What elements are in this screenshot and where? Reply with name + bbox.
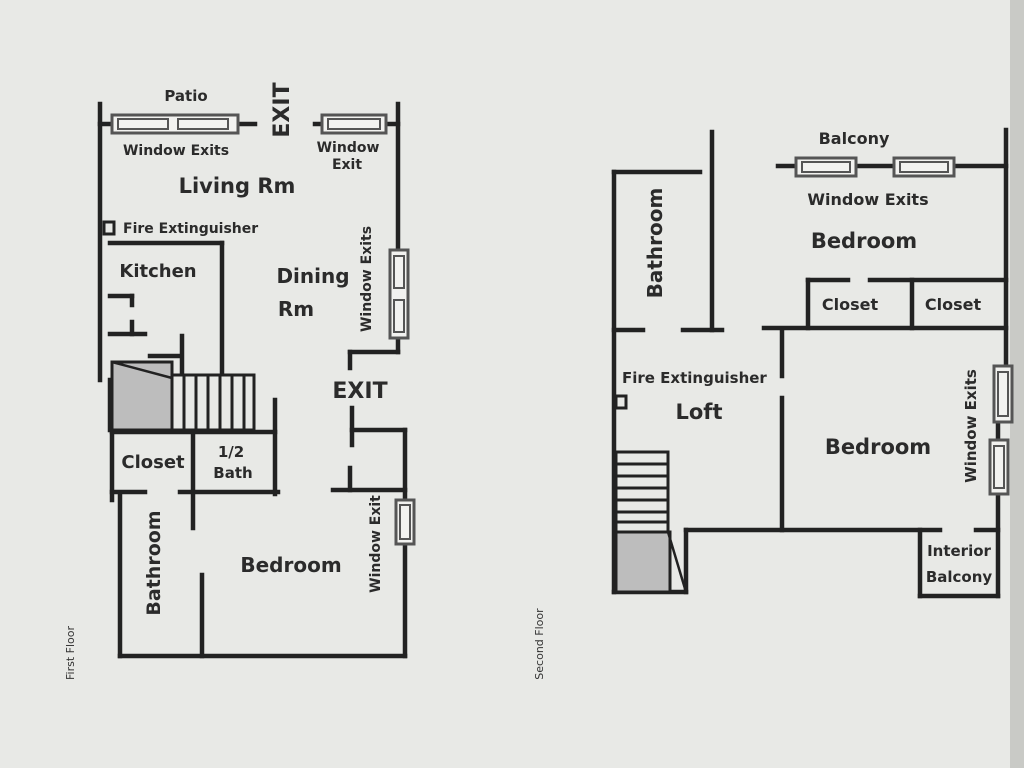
- label-closet: Closet: [121, 452, 185, 473]
- label-balcony: Balcony: [819, 129, 890, 148]
- first-floor-plan: Patio Window Exits EXIT Window Exit Livi…: [64, 82, 416, 680]
- label-bathroom: Bathroom: [643, 188, 667, 299]
- label-loft: Loft: [676, 400, 723, 424]
- window-pane: [801, 161, 851, 173]
- window-pane: [393, 299, 405, 333]
- window: [794, 156, 858, 178]
- stair-arrow: [111, 360, 173, 380]
- label-bedroom: Bedroom: [240, 553, 341, 577]
- stairs-landing: [614, 530, 672, 594]
- fire-extinguisher-icon: [102, 220, 116, 236]
- stairs-landing: [110, 360, 174, 432]
- window: [388, 248, 410, 340]
- label-living-rm: Living Rm: [179, 174, 296, 198]
- label-bathroom: Bathroom: [143, 510, 165, 615]
- second-floor-plan: Balcony Window Exits Bathroom Bedroom Cl…: [533, 127, 1014, 680]
- label-fire-extinguisher: Fire Extinguisher: [622, 369, 767, 387]
- label-bedroom-mid: Bedroom: [825, 435, 931, 459]
- label-window-exit: Window Exit: [368, 495, 384, 593]
- label-window-exits: Window Exits: [807, 190, 928, 209]
- label-bedroom-top: Bedroom: [811, 229, 917, 253]
- window-pane: [899, 161, 949, 173]
- label-window-exits-right: Window Exits: [359, 226, 375, 332]
- label-closet: Closet: [925, 295, 982, 314]
- window: [992, 364, 1014, 424]
- label-window: Window: [317, 140, 380, 156]
- label-half: 1/2: [218, 443, 244, 461]
- caption-second-floor: Second Floor: [533, 608, 546, 680]
- label-exit-mid: EXIT: [332, 379, 387, 404]
- window-pane: [399, 504, 411, 540]
- window: [892, 156, 956, 178]
- window-pane: [993, 445, 1005, 489]
- window-pane: [327, 118, 381, 130]
- paper-edge: [1010, 0, 1024, 768]
- label-closet: Closet: [822, 295, 879, 314]
- label-exit-small: Exit: [332, 157, 362, 173]
- window-pane: [393, 255, 405, 289]
- fire-extinguisher-icon: [614, 394, 628, 410]
- label-window-exits: Window Exits: [123, 143, 229, 159]
- label-balcony-interior: Balcony: [926, 568, 993, 586]
- window: [110, 113, 240, 135]
- window-pane: [117, 118, 169, 130]
- label-fire-extinguisher: Fire Extinguisher: [123, 221, 258, 237]
- label-patio: Patio: [164, 87, 207, 105]
- label-interior: Interior: [927, 542, 991, 560]
- window: [320, 113, 388, 135]
- label-bath: Bath: [213, 464, 252, 482]
- label-kitchen: Kitchen: [119, 261, 196, 282]
- window-pane: [177, 118, 229, 130]
- stairs: [170, 373, 256, 432]
- window: [394, 498, 416, 546]
- caption-first-floor: First Floor: [64, 626, 77, 680]
- label-window-exits-right: Window Exits: [962, 369, 980, 483]
- stair-arrow: [666, 531, 688, 593]
- label-rm: Rm: [278, 297, 314, 321]
- window: [988, 438, 1010, 496]
- window-pane: [997, 371, 1009, 417]
- label-dining: Dining: [276, 264, 349, 288]
- label-exit: EXIT: [270, 82, 295, 137]
